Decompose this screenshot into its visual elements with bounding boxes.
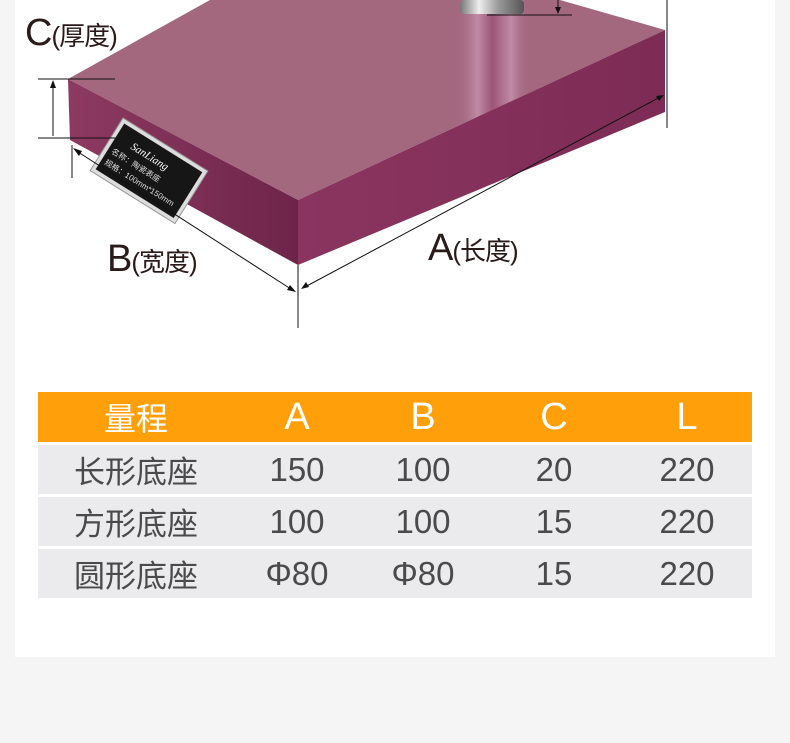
label-b-text: (宽度) xyxy=(131,247,197,277)
label-c-text: (厚度) xyxy=(51,21,117,51)
header-c: C xyxy=(486,392,622,442)
label-c-letter: C xyxy=(25,12,52,54)
header-range: 量程 xyxy=(38,392,234,442)
dimension-label-a: A(长度) xyxy=(428,227,519,269)
header-l: L xyxy=(622,392,752,442)
cell-a: 100 xyxy=(234,497,360,546)
cell-c: 15 xyxy=(486,497,622,546)
cell-b: 100 xyxy=(360,445,486,494)
cell-l: 220 xyxy=(622,549,752,598)
cell-a: 150 xyxy=(234,445,360,494)
dimension-label-b: B(宽度) xyxy=(107,238,198,280)
product-diagram: SanLiang 名称：陶瓷表座 规格：100mm*150mm xyxy=(38,0,668,328)
table-header-row: 量程 A B C L xyxy=(38,392,752,442)
table-row: 长形底座 150 100 20 220 xyxy=(38,445,752,494)
cell-name: 圆形底座 xyxy=(38,549,234,598)
stand-pillar xyxy=(460,0,524,14)
cell-c: 15 xyxy=(486,549,622,598)
cell-b: Φ80 xyxy=(360,549,486,598)
cell-name: 长形底座 xyxy=(38,445,234,494)
dimension-lines xyxy=(38,0,668,328)
spec-table: 量程 A B C L 长形底座 150 100 20 220 方形底座 100 … xyxy=(38,389,752,601)
label-b-letter: B xyxy=(107,238,132,280)
cell-l: 220 xyxy=(622,497,752,546)
cell-name: 方形底座 xyxy=(38,497,234,546)
cell-b: 100 xyxy=(360,497,486,546)
cell-c: 20 xyxy=(486,445,622,494)
label-a-letter: A xyxy=(428,227,453,269)
header-b: B xyxy=(360,392,486,442)
table-row: 圆形底座 Φ80 Φ80 15 220 xyxy=(38,549,752,598)
ceramic-base-block xyxy=(68,0,665,265)
dimension-label-c: C(厚度) xyxy=(25,12,118,54)
label-a-text: (长度) xyxy=(452,236,518,266)
table-row: 方形底座 100 100 15 220 xyxy=(38,497,752,546)
cell-l: 220 xyxy=(622,445,752,494)
cell-a: Φ80 xyxy=(234,549,360,598)
header-a: A xyxy=(234,392,360,442)
